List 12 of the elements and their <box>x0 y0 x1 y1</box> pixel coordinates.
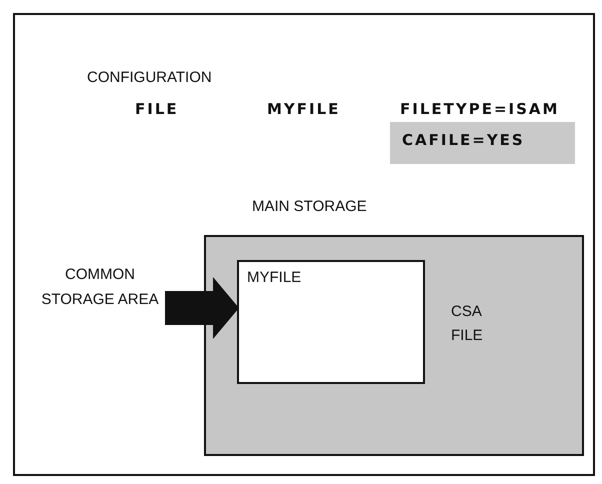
area-label: COMMON STORAGE AREA <box>40 265 160 310</box>
parameter-text: CAFILE=YES <box>402 131 525 149</box>
arrow <box>165 277 239 339</box>
parameter-text: FILETYPE=ISAM <box>400 100 560 118</box>
file-name-text: MYFILE <box>247 268 302 288</box>
highlight-box <box>390 122 575 164</box>
file-name-text: MYFILE <box>267 100 340 118</box>
brace-label: CSA FILE <box>451 302 484 346</box>
panel-heading: MAIN STORAGE <box>252 197 367 217</box>
file-box <box>237 260 425 384</box>
keyword-text: FILE <box>135 100 179 118</box>
heading-text: CONFIGURATION <box>87 68 212 88</box>
